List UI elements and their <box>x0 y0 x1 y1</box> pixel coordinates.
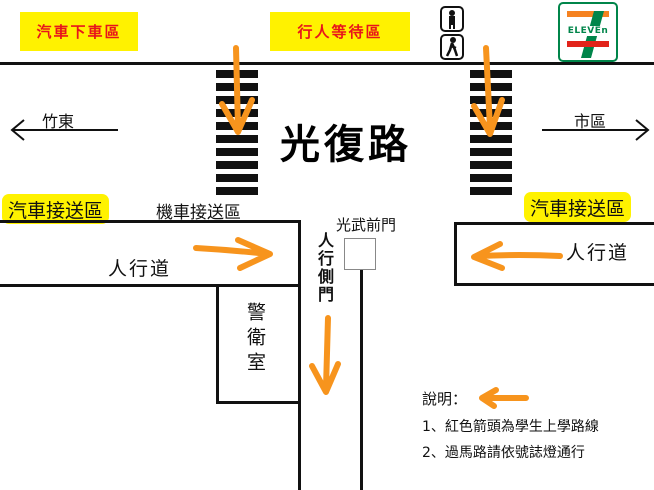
left-block-top-line <box>0 220 300 223</box>
legend-arrow <box>479 387 529 409</box>
direction-left-label: 竹東 <box>42 112 75 131</box>
guard-room-label: 警衛室 <box>244 302 266 377</box>
car-pickup-zone-right: 汽車接送區 <box>524 192 632 222</box>
direction-left-arrow <box>8 118 120 146</box>
guard-room-box <box>216 284 298 404</box>
left-block-right-line <box>298 220 301 490</box>
legend-item-2: 2、過馬路請依號誌燈通行 <box>422 445 585 461</box>
road-top-edge <box>0 62 654 65</box>
front-gate-box <box>344 238 376 270</box>
front-gate-label: 光武前門 <box>336 216 397 234</box>
route-arrow-left-crosswalk <box>219 45 255 135</box>
route-arrow-right-crosswalk <box>471 45 505 137</box>
right-block-vertical-line <box>360 268 363 490</box>
legend-item-1: 1、紅色箭頭為學生上學路線 <box>422 419 599 435</box>
route-arrow-left-sidewalk <box>193 237 273 271</box>
scooter-pickup-zone: 機車接送區 <box>156 203 241 223</box>
route-arrow-side-gate <box>309 315 341 395</box>
store-logo: ELEVEn <box>558 2 618 62</box>
car-pickup-zone-left: 汽車接送區 <box>2 194 110 224</box>
left-sidewalk-bottom-line <box>0 284 216 287</box>
direction-right-arrow <box>540 118 652 146</box>
side-gate-label: 人行側門 <box>315 232 334 304</box>
direction-right-label: 市區 <box>574 112 607 131</box>
road-name: 光復路 <box>280 122 412 168</box>
car-dropoff-zone-label: 汽車下車區 <box>20 12 138 51</box>
sidewalk-left-label: 人行道 <box>108 258 172 280</box>
pedestrian-waiting-zone-label: 行人等待區 <box>270 12 410 51</box>
pedestrian-signal-icon <box>440 6 464 60</box>
right-sidewalk-box <box>454 222 654 286</box>
sidewalk-right-label: 人行道 <box>566 242 630 264</box>
legend-title: 說明： <box>422 390 468 408</box>
route-arrow-right-sidewalk <box>471 241 563 271</box>
store-logo-text: ELEVEn <box>567 26 609 36</box>
